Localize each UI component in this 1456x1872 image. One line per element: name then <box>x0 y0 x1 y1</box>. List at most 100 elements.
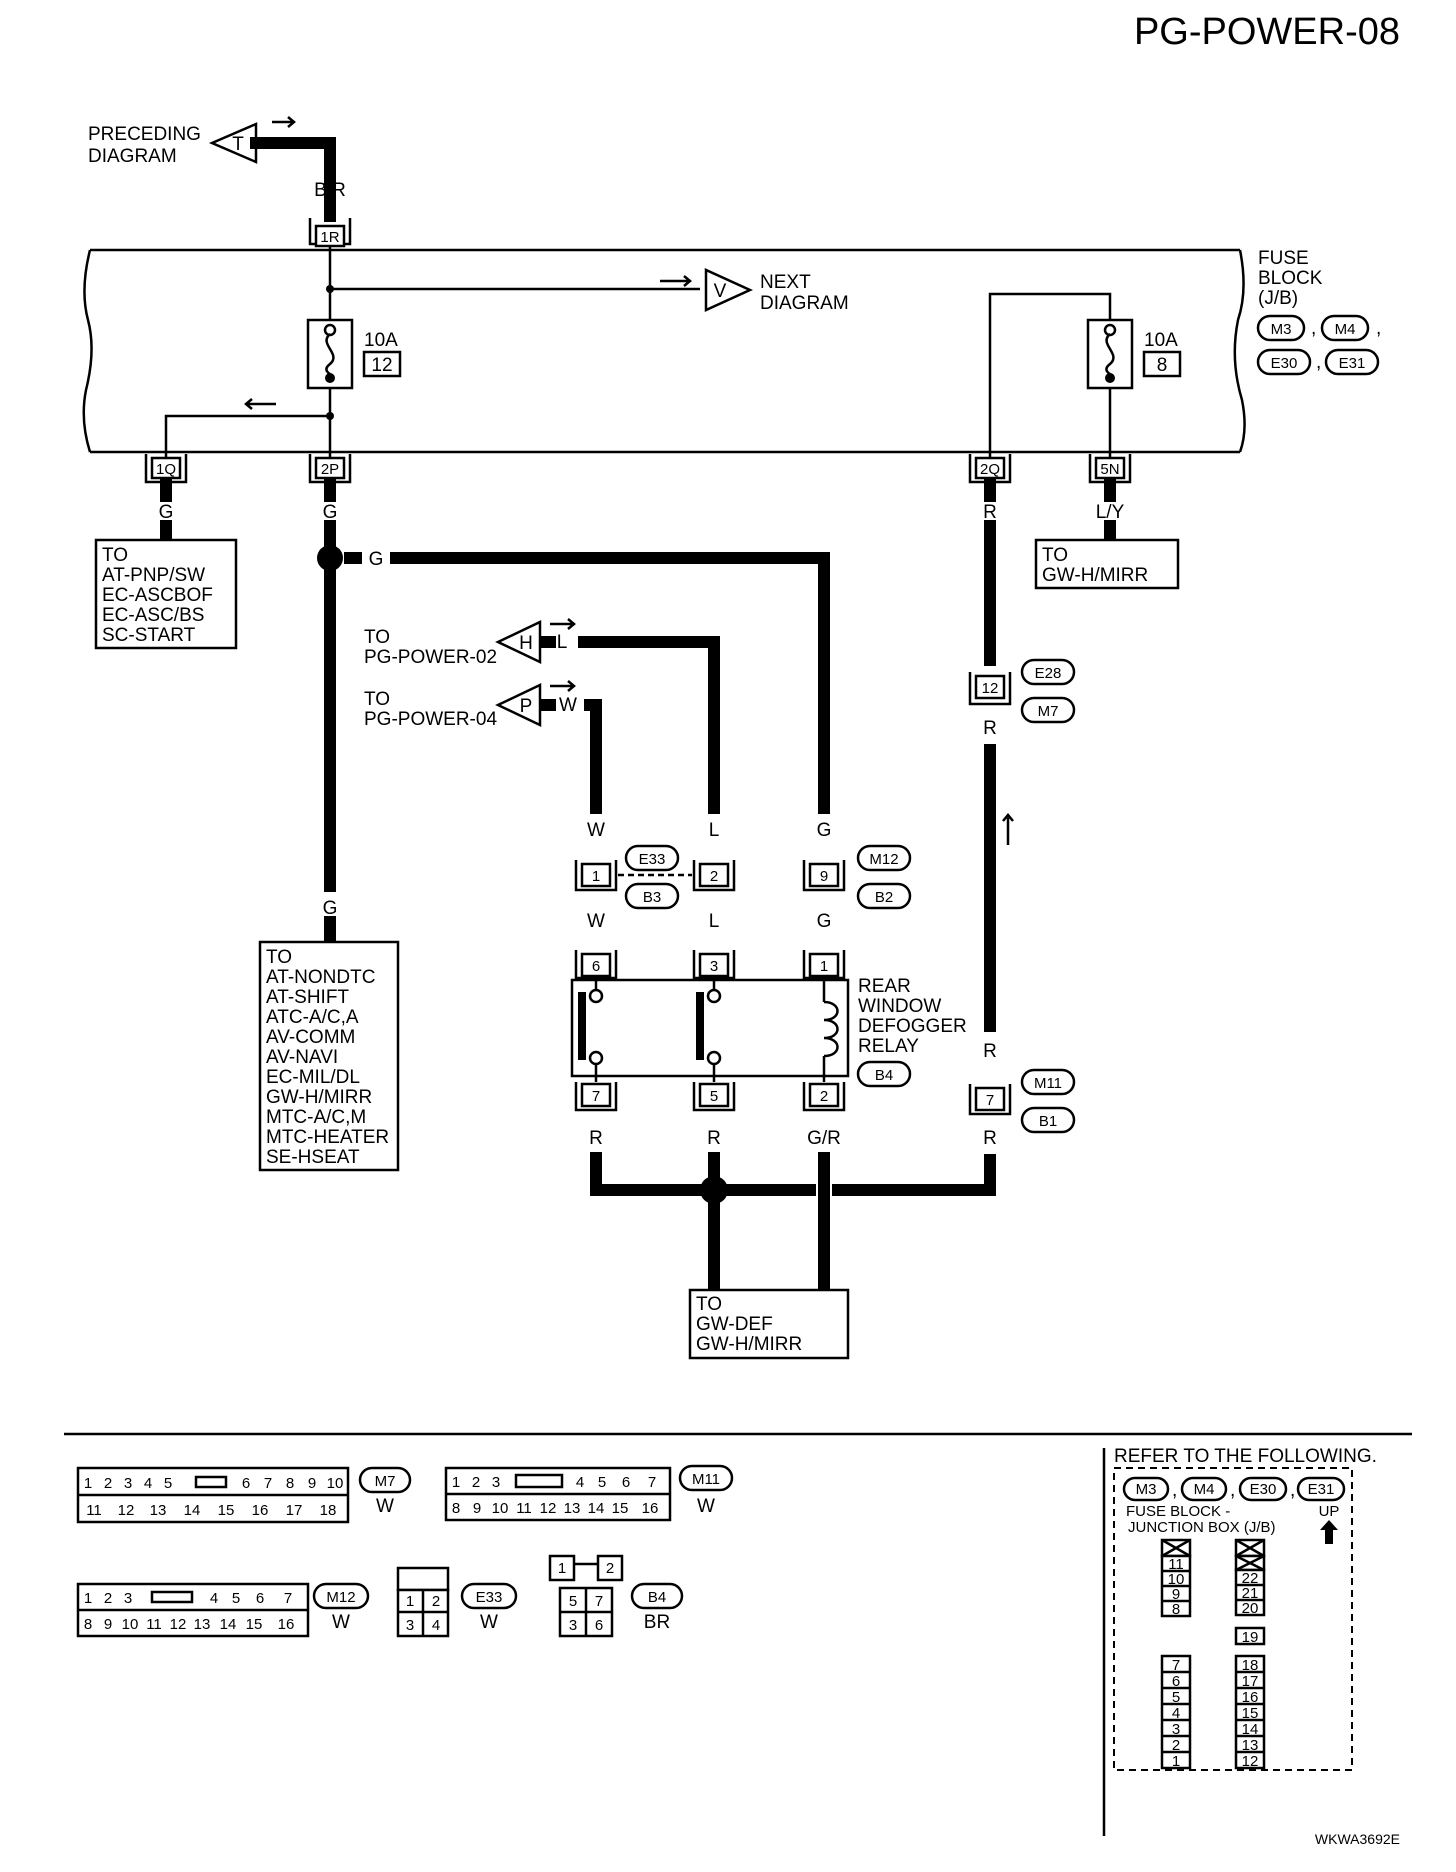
to-pg-power-04[interactable]: TO PG-POWER-04 P <box>364 680 576 730</box>
svg-text:R: R <box>983 718 997 739</box>
svg-text:13: 13 <box>1242 1737 1259 1754</box>
svg-text:,: , <box>1311 318 1316 339</box>
svg-text:12: 12 <box>371 355 392 376</box>
svg-text:9: 9 <box>104 1616 112 1633</box>
svg-text:R: R <box>983 1128 997 1149</box>
svg-text:9: 9 <box>308 1475 316 1492</box>
terminal-1q: 1Q <box>144 454 188 484</box>
connector-view-e33: 1 2 3 4 E33 W <box>396 1566 518 1638</box>
svg-text:7: 7 <box>264 1475 272 1492</box>
svg-text:15: 15 <box>246 1616 263 1633</box>
svg-text:FUSE BLOCK -: FUSE BLOCK - <box>1126 1503 1230 1520</box>
svg-text:22: 22 <box>1242 1570 1259 1587</box>
svg-text:8: 8 <box>1157 355 1168 376</box>
svg-text:G/R: G/R <box>807 1128 841 1149</box>
svg-text:DIAGRAM: DIAGRAM <box>88 146 177 167</box>
connector-e28-m7: 12 E28 M7 <box>968 658 1076 724</box>
svg-text:ATC-A/C,A: ATC-A/C,A <box>266 1007 359 1028</box>
svg-text:JUNCTION BOX (J/B): JUNCTION BOX (J/B) <box>1128 1519 1276 1536</box>
next-connector-label: V <box>714 281 727 302</box>
svg-text:M3: M3 <box>1136 1481 1157 1498</box>
to-at-pnp-box[interactable]: TO AT-PNP/SW EC-ASCBOF EC-ASC/BS SC-STAR… <box>94 538 238 650</box>
svg-text:8: 8 <box>286 1475 294 1492</box>
svg-text:E33: E33 <box>476 1589 503 1606</box>
svg-text:GW-H/MIRR: GW-H/MIRR <box>266 1087 372 1108</box>
svg-text:12: 12 <box>540 1500 557 1517</box>
svg-text:E30: E30 <box>1271 355 1298 372</box>
svg-text:17: 17 <box>286 1502 303 1519</box>
svg-text:M11: M11 <box>692 1471 720 1488</box>
svg-text:M12: M12 <box>326 1589 355 1606</box>
connector-e33-b3: 1 2 E33 B3 <box>574 844 736 910</box>
svg-text:8: 8 <box>1172 1601 1180 1618</box>
svg-text:2: 2 <box>1172 1737 1180 1754</box>
svg-text:EC-ASCBOF: EC-ASCBOF <box>102 585 213 606</box>
svg-text:10: 10 <box>1168 1571 1185 1588</box>
svg-text:14: 14 <box>220 1616 237 1633</box>
svg-text:8: 8 <box>84 1616 92 1633</box>
svg-text:13: 13 <box>194 1616 211 1633</box>
svg-text:B3: B3 <box>643 889 661 906</box>
svg-text:8: 8 <box>452 1500 460 1517</box>
svg-text:7: 7 <box>592 1088 600 1105</box>
svg-text:5: 5 <box>164 1475 172 1492</box>
svg-text:5: 5 <box>1172 1689 1180 1706</box>
svg-text:5: 5 <box>569 1593 577 1610</box>
svg-text:,: , <box>1172 1480 1177 1501</box>
svg-text:2P: 2P <box>321 461 339 478</box>
to-gw-hmirr-box[interactable]: TO GW-H/MIRR <box>1034 538 1180 590</box>
svg-text:R: R <box>983 1041 997 1062</box>
svg-text:10A: 10A <box>1144 330 1178 351</box>
to-list-box[interactable]: TO AT-NONDTC AT-SHIFT ATC-A/C,A AV-COMM … <box>258 940 400 1172</box>
connector-view-m12: 1 2 3 4 5 6 7 8 9 10 11 12 13 14 15 16 M… <box>76 1582 370 1638</box>
svg-text:M4: M4 <box>1194 1481 1215 1498</box>
refer-panel: REFER TO THE FOLLOWING. M3 , M4 , E30 , … <box>1113 1446 1377 1771</box>
svg-text:11: 11 <box>516 1500 532 1517</box>
svg-text:E31: E31 <box>1339 355 1366 372</box>
svg-text:11: 11 <box>86 1502 102 1519</box>
to-pg-power-02-connector: H <box>519 633 533 654</box>
svg-text:12: 12 <box>170 1616 187 1633</box>
svg-text:4: 4 <box>432 1617 440 1634</box>
svg-text:M7: M7 <box>1038 703 1059 720</box>
svg-text:AT-SHIFT: AT-SHIFT <box>266 987 349 1008</box>
svg-text:14: 14 <box>1242 1721 1259 1738</box>
preceding-connector-label: T <box>232 134 244 155</box>
svg-text:B2: B2 <box>875 889 893 906</box>
svg-text:3: 3 <box>124 1590 132 1607</box>
svg-text:11: 11 <box>1168 1556 1184 1573</box>
connector-m11-b1: 7 M11 B1 <box>968 1068 1076 1134</box>
svg-text:2: 2 <box>820 1088 828 1105</box>
svg-text:15: 15 <box>612 1500 629 1517</box>
svg-text:5N: 5N <box>1100 461 1119 478</box>
svg-text:UP: UP <box>1319 1503 1340 1520</box>
next-diagram-ref[interactable]: V NEXT DIAGRAM <box>704 268 849 314</box>
svg-text:B/R: B/R <box>314 180 346 201</box>
svg-text:18: 18 <box>320 1502 337 1519</box>
svg-text:2: 2 <box>472 1474 480 1491</box>
svg-text:16: 16 <box>1242 1689 1259 1706</box>
svg-text:7: 7 <box>1172 1657 1180 1674</box>
svg-text:L: L <box>709 911 720 932</box>
svg-text:7: 7 <box>986 1092 994 1109</box>
svg-text:TO: TO <box>1042 545 1068 566</box>
svg-text:6: 6 <box>622 1474 630 1491</box>
svg-text:3: 3 <box>569 1617 577 1634</box>
preceding-diagram-ref[interactable]: PRECEDING DIAGRAM T <box>88 116 296 167</box>
to-gw-def-box[interactable]: TO GW-DEF GW-H/MIRR <box>688 1288 850 1360</box>
svg-text:1: 1 <box>558 1560 566 1577</box>
svg-text:EC-MIL/DL: EC-MIL/DL <box>266 1067 360 1088</box>
svg-text:R: R <box>983 502 997 523</box>
svg-text:5: 5 <box>710 1088 718 1105</box>
svg-text:17: 17 <box>1242 1673 1259 1690</box>
svg-text:W: W <box>587 911 605 932</box>
svg-text:16: 16 <box>278 1616 295 1633</box>
svg-text:21: 21 <box>1242 1585 1259 1602</box>
svg-text:10: 10 <box>327 1475 344 1492</box>
svg-text:SE-HSEAT: SE-HSEAT <box>266 1147 360 1168</box>
svg-text:3: 3 <box>710 958 718 975</box>
svg-text:W: W <box>587 820 605 841</box>
svg-text:1: 1 <box>84 1590 92 1607</box>
svg-text:DIAGRAM: DIAGRAM <box>760 293 849 314</box>
svg-text:4: 4 <box>210 1590 218 1607</box>
